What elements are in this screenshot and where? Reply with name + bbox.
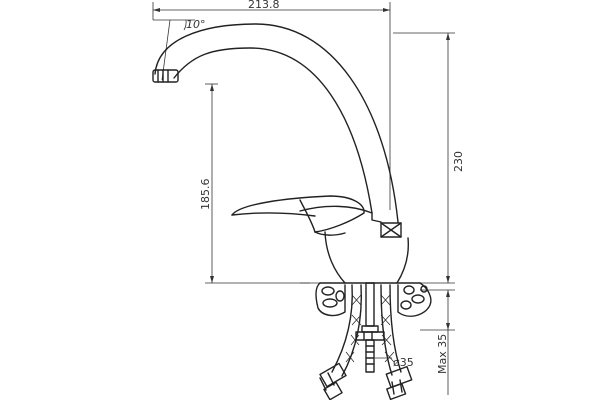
faucet-body — [299, 205, 421, 284]
mounting-base — [315, 282, 432, 373]
width-label: 213.8 — [248, 0, 280, 11]
faucet-lever-handle — [231, 195, 365, 236]
angle-label: 10° — [186, 18, 206, 31]
thread-dimension: ø35 — [375, 356, 414, 369]
max-thickness-label: Max 35 — [436, 334, 449, 374]
dimension-height: 230 — [300, 32, 465, 284]
dimension-max-thickness: Max 35 — [420, 289, 455, 395]
height-label: 230 — [452, 151, 465, 172]
faucet-spout — [152, 23, 402, 238]
flexible-hoses — [319, 284, 413, 400]
dimension-width: 213.8 — [152, 0, 391, 210]
dimension-spout-height: 185.6 — [199, 83, 310, 284]
spout-height-label: 185.6 — [199, 179, 212, 211]
thread-label: ø35 — [393, 356, 414, 369]
